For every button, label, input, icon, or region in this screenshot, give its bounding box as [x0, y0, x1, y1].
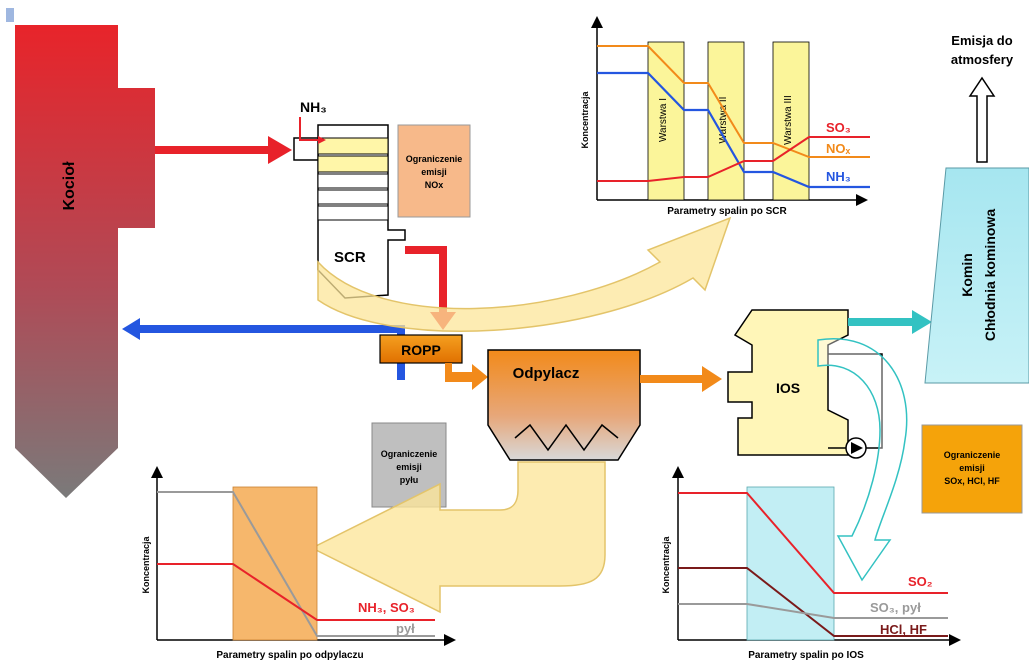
dust-info-line1: Ograniczenie: [381, 449, 438, 459]
chart-scr-band-3: [772, 41, 810, 201]
corner-marker: [6, 8, 14, 22]
chart-ios-line-hclhf: [678, 567, 948, 637]
chart-ios-line-so3dust: [678, 603, 948, 619]
chart-ios: SO₂ SO₃, pył HCl, HF Koncentracja Parame…: [661, 466, 961, 661]
odpylacz-label: Odpylacz: [513, 365, 580, 382]
yellow-arrow-scr-chart: [317, 216, 732, 332]
chart-odpylacz-series-nh3so3: NH₃, SO₃: [358, 600, 415, 615]
chart-ios-line-so2: [678, 492, 948, 594]
chart-ios-series-hclhf: HCl, HF: [880, 622, 927, 637]
ios-info-line1: Ograniczenie: [944, 450, 1001, 460]
scr-info-line2: emisji: [421, 167, 447, 177]
scr-reactor: [293, 124, 406, 299]
chart-odpylacz-ylabel: Koncentracja: [141, 536, 151, 594]
scr-info-line1: Ograniczenie: [406, 154, 463, 164]
chart-scr-band-3-label: Warstwa III: [783, 95, 794, 145]
chart-scr-line-so3: [597, 136, 870, 182]
chart-odpylacz: NH₃, SO₃ pył Koncentracja Parametry spal…: [141, 466, 456, 661]
nh3-inlet-label: NH₃: [300, 99, 327, 115]
chart-odpylacz-line-dust: [157, 491, 435, 637]
flow-arrow-ropp-return: [122, 318, 405, 380]
ios-info-line2: emisji: [959, 463, 985, 473]
teal-arrow-ios-chart: [817, 338, 908, 582]
emission-arrow-icon: [968, 76, 996, 163]
ios-info-box: [921, 424, 1023, 514]
flow-arrow-ios-stack: [848, 310, 932, 334]
boiler-label: Kocioł: [61, 161, 78, 210]
chart-ios-series-so2: SO₂: [908, 574, 933, 589]
chart-scr-series-nox: NOₓ: [826, 141, 851, 156]
chart-scr-series-nh3: NH₃: [826, 169, 851, 184]
emission-label-line2: atmosfery: [951, 52, 1014, 67]
ropp-label: ROPP: [401, 342, 441, 358]
chart-ios-ylabel: Koncentracja: [661, 536, 671, 594]
chart-ios-band: [746, 486, 835, 641]
boiler-shape: [15, 25, 155, 498]
stack-shape: [924, 167, 1029, 384]
chart-ios-xlabel: Parametry spalin po IOS: [748, 650, 864, 661]
scr-info-box: [397, 124, 471, 218]
ios-label: IOS: [776, 380, 800, 396]
stack-label-line1: Komin: [959, 253, 975, 297]
flow-arrow-odpylacz-ios: [640, 366, 722, 392]
chart-odpylacz-xlabel: Parametry spalin po odpylaczu: [216, 650, 363, 661]
emission-label-line1: Emisja do: [951, 33, 1012, 48]
yellow-arrow-odpylacz-chart: [310, 461, 606, 614]
chart-scr-band-1-label: Warstwa I: [658, 98, 669, 142]
ios-info-line3: SOx, HCl, HF: [944, 476, 1000, 486]
odpylacz-shape: [487, 349, 641, 461]
stack-label-line2: Chłodnia kominowa: [982, 209, 998, 341]
flow-arrow-boiler-scr: [155, 136, 292, 164]
chart-odpylacz-series-dust: pył: [396, 621, 415, 636]
chart-scr-line-nh3: [597, 71, 870, 189]
chart-scr-xlabel: Parametry spalin po SCR: [667, 206, 787, 217]
chart-scr-line-nox: [597, 45, 870, 158]
scr-label: SCR: [334, 249, 366, 266]
chart-scr-band-2-label: Warstwa II: [718, 97, 729, 144]
scr-info-line3: NOx: [425, 180, 444, 190]
chart-scr-series-so3: SO₃: [826, 120, 851, 135]
chart-odpylacz-line-nh3so3: [157, 563, 435, 621]
chart-scr-band-1: [647, 41, 685, 201]
dust-info-line3: pyłu: [400, 475, 419, 485]
chart-ios-series-so3dust: SO₃, pył: [870, 600, 921, 615]
ropp-box: [379, 334, 463, 364]
dust-info-line2: emisji: [396, 462, 422, 472]
flow-arrow-ropp-odpylacz: [445, 363, 488, 390]
chart-scr: Warstwa I Warstwa II Warstwa III SO₃ NOₓ…: [580, 16, 870, 217]
chart-scr-ylabel: Koncentracja: [580, 91, 590, 149]
